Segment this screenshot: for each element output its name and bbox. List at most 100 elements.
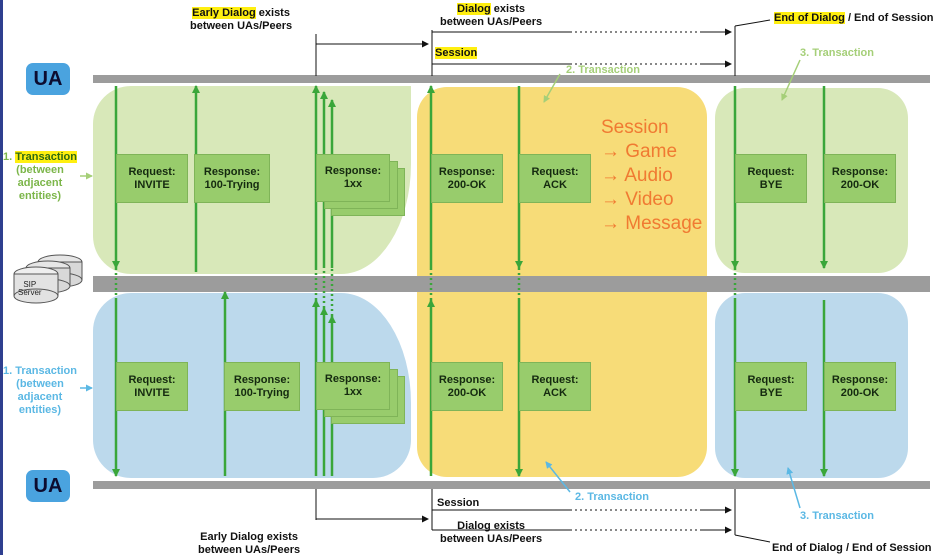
dialog-rest: exists: [490, 3, 525, 15]
box-line1: Response:: [324, 373, 382, 385]
box-line2: 100-Trying: [204, 178, 260, 191]
box-line1: Request:: [128, 373, 176, 386]
bottom-bye-box: Request: BYE: [735, 362, 807, 411]
media-item-audio: → Audio: [601, 165, 673, 186]
box-line2: 200-OK: [840, 386, 880, 399]
box-line2: 200-OK: [447, 178, 487, 191]
top-ua-timeline: [93, 75, 930, 83]
box-line1: Request:: [128, 165, 176, 178]
top-ack-box: Request: ACK: [519, 154, 591, 203]
bottom-end-dialog-label: End of Dialog / End of Session: [772, 542, 932, 554]
box-line2: 200-OK: [447, 386, 487, 399]
left-top-line3: adjacent: [17, 177, 63, 189]
sip-server-label: SIP Server: [18, 280, 42, 297]
bottom-dialog-label: Dialog exists between UAs/Peers: [440, 520, 542, 546]
session-media-list: Session → Game → Audio → Video → Message: [601, 116, 702, 236]
dialog-highlight: Dialog: [457, 3, 491, 15]
left-top-line2: (between: [16, 164, 64, 176]
session-highlight: Session: [435, 47, 478, 59]
box-line2: 1xx: [343, 386, 363, 398]
top-transaction-2-label: 2. Transaction: [566, 64, 640, 76]
box-line1: Request:: [747, 165, 795, 178]
top-session-label: Session: [435, 47, 478, 59]
top-200-ok-box: Response: 200-OK: [431, 154, 503, 203]
early-dialog-line2: between UAs/Peers: [190, 20, 293, 32]
bottom-early-dialog-line1: Early Dialog exists: [200, 531, 298, 543]
bottom-transaction-3-label: 3. Transaction: [800, 510, 874, 522]
top-early-dialog-label: Early Dialog exists between UAs/Peers: [190, 7, 292, 33]
left-top-transaction-highlight: Transaction: [15, 151, 77, 163]
left-bottom-transaction-label: 1. Transaction (between adjacent entitie…: [0, 365, 80, 417]
top-ua-badge: UA: [26, 63, 70, 95]
left-top-transaction-label: 1. Transaction (between adjacent entitie…: [0, 151, 80, 203]
box-line2: 200-OK: [840, 178, 880, 191]
box-line1: Response:: [831, 373, 889, 386]
box-line1: Response:: [831, 165, 889, 178]
top-transaction-2-pointer: [543, 73, 561, 103]
bottom-bye-200-ok-box: Response: 200-OK: [824, 362, 896, 411]
box-line2: BYE: [759, 178, 783, 191]
early-dialog-highlight: Early Dialog: [192, 7, 256, 19]
bottom-early-dialog-label: Early Dialog exists between UAs/Peers: [198, 531, 300, 557]
bottom-ack-box: Request: ACK: [519, 362, 591, 411]
box-line1: Request:: [747, 373, 795, 386]
box-line1: Response:: [438, 165, 496, 178]
left-frame-border: [0, 0, 3, 555]
bottom-early-dialog-line2: between UAs/Peers: [198, 544, 301, 556]
bottom-200-ok-box: Response: 200-OK: [431, 362, 503, 411]
box-line2: 1xx: [343, 178, 363, 190]
left-top-number: 1.: [3, 151, 16, 163]
box-line2: ACK: [543, 178, 567, 191]
media-item-game: → Game: [601, 141, 678, 162]
top-invite-box: Request: INVITE: [116, 154, 188, 203]
bottom-transaction-2-label: 2. Transaction: [575, 491, 649, 503]
left-bottom-line1: 1. Transaction: [3, 365, 77, 377]
box-line2: BYE: [759, 386, 783, 399]
bottom-invite-box: Request: INVITE: [116, 362, 188, 411]
message-flow-arrows: [112, 85, 828, 477]
bottom-ua-badge: UA: [26, 470, 70, 502]
box-line1: Response:: [203, 165, 261, 178]
box-line1: Response:: [233, 373, 291, 386]
top-transaction-3-pointer: [781, 59, 801, 101]
top-dialog-label: Dialog exists between UAs/Peers: [440, 3, 542, 29]
bottom-100-trying-box: Response: 100-Trying: [224, 362, 300, 411]
top-bye-box: Request: BYE: [735, 154, 807, 203]
bottom-1xx-box: Response: 1xx: [316, 362, 390, 410]
box-line1: Response:: [438, 373, 496, 386]
bottom-dialog-lines: [315, 489, 771, 543]
box-line1: Request:: [531, 373, 579, 386]
box-line2: ACK: [543, 386, 567, 399]
session-media-title: Session: [601, 117, 669, 138]
left-bottom-line3: adjacent: [17, 391, 63, 403]
bottom-transaction-2-pointer: [545, 461, 571, 493]
left-top-line4: entities): [18, 190, 62, 202]
left-bottom-line2: (between: [16, 378, 64, 390]
box-line2: 100-Trying: [234, 386, 290, 399]
top-bye-200-ok-box: Response: 200-OK: [824, 154, 896, 203]
bottom-dialog-line2: between UAs/Peers: [440, 533, 543, 545]
left-bottom-line4: entities): [18, 404, 62, 416]
box-line1: Response:: [324, 165, 382, 177]
server-timeline: [93, 276, 930, 292]
sip-server-icon: [13, 254, 83, 304]
dialog-line2: between UAs/Peers: [440, 16, 543, 28]
bottom-transaction-3-pointer: [786, 467, 801, 509]
bottom-session-label: Session: [437, 497, 480, 509]
media-item-video: → Video: [601, 189, 674, 210]
media-item-message: → Message: [601, 213, 703, 234]
top-dialog-lines: [315, 19, 771, 76]
top-transaction-3-label: 3. Transaction: [800, 47, 874, 59]
top-end-dialog-label: End of Dialog / End of Session: [774, 12, 934, 24]
bottom-ua-timeline: [93, 481, 930, 489]
box-line2: INVITE: [134, 386, 170, 399]
early-dialog-rest: exists: [255, 7, 290, 19]
end-dialog-highlight: End of Dialog: [774, 12, 845, 24]
top-1xx-box: Response: 1xx: [316, 154, 390, 202]
box-line2: INVITE: [134, 178, 170, 191]
bottom-dialog-line1: Dialog exists: [457, 520, 525, 532]
top-100-trying-box: Response: 100-Trying: [194, 154, 270, 203]
box-line1: Request:: [531, 165, 579, 178]
